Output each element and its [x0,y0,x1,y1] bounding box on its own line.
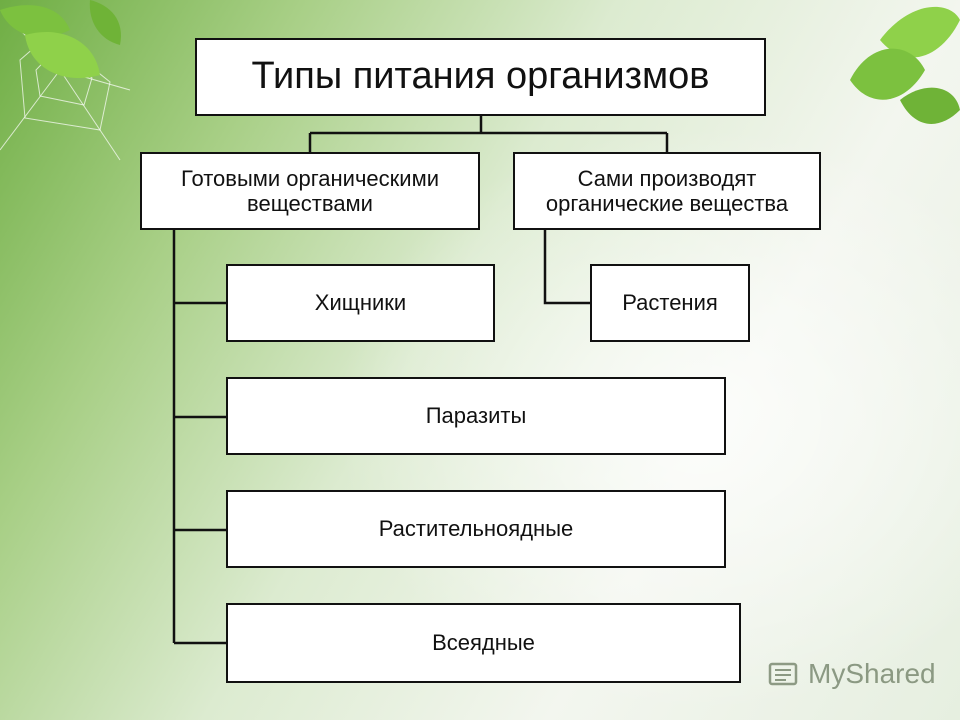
leaf-top-right-icon [850,6,960,124]
leaf-node-omnivores: Всеядные [226,603,741,683]
leaf-top-left-icon [0,0,121,79]
diagram-root-node: Типы питания организмов [195,38,766,116]
watermark-text: MyShared [808,658,936,689]
watermark: MyShared [768,656,936,692]
leaf-node-herbivores: Растительноядные [226,490,726,568]
branch-node-ready-organic: Готовыми органическими веществами [140,152,480,230]
leaf-node-predators: Хищники [226,264,495,342]
connector-to-leaf-5 [543,229,590,305]
myshared-logo-icon [768,662,798,686]
leaf-node-parasites: Паразиты [226,377,726,455]
leaf-node-plants: Растения [590,264,750,342]
branch-node-self-produce: Сами производят органические вещества [513,152,821,230]
